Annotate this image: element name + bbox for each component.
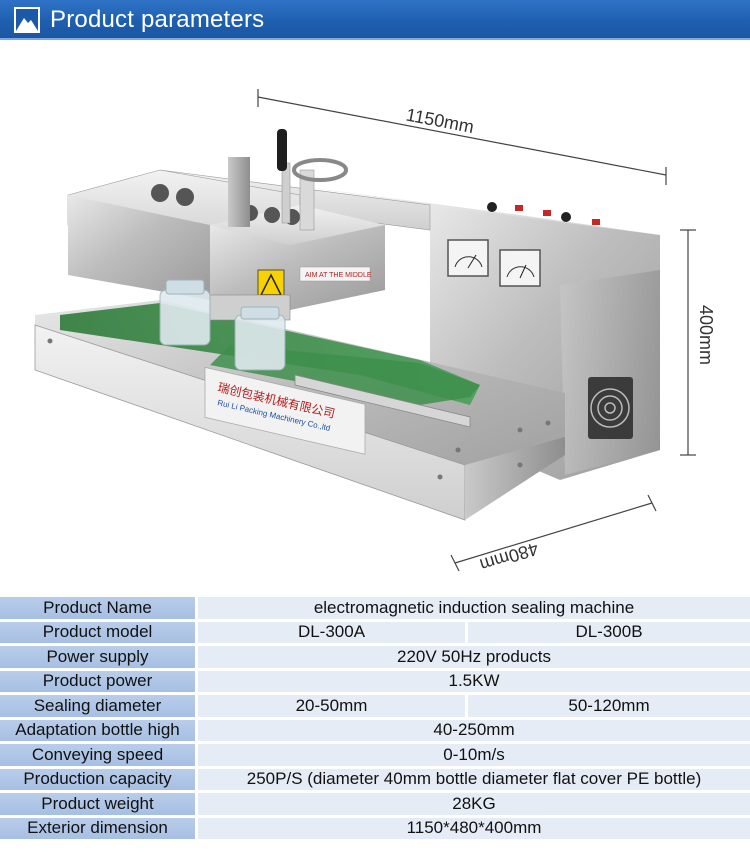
spec-value-exterior-dimension: 1150*480*400mm (198, 817, 750, 839)
product-photo: 1150mm 400mm 480mm (0, 45, 750, 590)
table-row: Power supply 220V 50Hz products (0, 646, 750, 668)
spec-value-model-b: DL-300B (468, 621, 750, 643)
table-row: Conveying speed 0-10m/s (0, 744, 750, 766)
spec-value-bottle-height: 40-250mm (198, 719, 750, 741)
spec-label-product-model: Product model (0, 621, 198, 643)
cooling-fan-icon (588, 377, 633, 439)
spec-label-product-name: Product Name (0, 597, 198, 619)
switch-icon (515, 205, 523, 211)
table-row: Adaptation bottle high 40-250mm (0, 719, 750, 741)
height-dimension-label: 400mm (696, 305, 716, 365)
spec-value-model-a: DL-300A (198, 621, 468, 643)
spec-label-production-capacity: Production capacity (0, 768, 198, 790)
spec-label-conveying-speed: Conveying speed (0, 744, 198, 766)
hand-wheel-handle-icon (277, 129, 287, 171)
table-row: Product power 1.5KW (0, 670, 750, 692)
current-meter-icon (499, 249, 541, 287)
table-row: Sealing diameter 20-50mm 50-120mm (0, 695, 750, 717)
spec-value-conveying-speed: 0-10m/s (198, 744, 750, 766)
height-dimension-line (680, 229, 696, 456)
switch-icon (592, 219, 600, 225)
spec-label-power-supply: Power supply (0, 646, 198, 668)
spec-label-product-weight: Product weight (0, 793, 198, 815)
spec-label-exterior-dimension: Exterior dimension (0, 817, 198, 839)
spec-value-production-capacity: 250P/S (diameter 40mm bottle diameter fl… (198, 768, 750, 790)
voltage-meter-icon (447, 239, 489, 277)
spec-label-bottle-height: Adaptation bottle high (0, 719, 198, 741)
table-row: Product weight 28KG (0, 793, 750, 815)
sealing-head: AIM AT THE MIDDLE (67, 169, 385, 321)
spec-label-sealing-diameter: Sealing diameter (0, 695, 198, 717)
glass-bottle-icon (234, 306, 286, 371)
spec-value-product-weight: 28KG (198, 793, 750, 815)
spec-value-sealing-diameter-a: 20-50mm (198, 695, 468, 717)
glass-bottle-icon (159, 279, 211, 346)
table-row: Product Name electromagnetic induction s… (0, 597, 750, 619)
length-dimension-line (257, 89, 667, 185)
table-row: Production capacity 250P/S (diameter 40m… (0, 768, 750, 790)
spec-value-sealing-diameter-b: 50-120mm (468, 695, 750, 717)
table-row: Product model DL-300A DL-300B (0, 621, 750, 643)
depth-dimension-label: 480mm (478, 538, 541, 575)
page-title: Product parameters (50, 6, 265, 33)
spec-value-product-power: 1.5KW (198, 670, 750, 692)
mountain-image-icon (14, 7, 40, 33)
control-knob-icon (487, 202, 497, 212)
spec-table: Product Name electromagnetic induction s… (0, 594, 750, 842)
spec-label-product-power: Product power (0, 670, 198, 692)
company-nameplate (204, 366, 366, 455)
spec-value-power-supply: 220V 50Hz products (198, 646, 750, 668)
height-adjust-column (228, 129, 348, 231)
aim-label: AIM AT THE MIDDLE (305, 272, 372, 279)
depth-dimension-line (450, 494, 657, 572)
spec-value-product-name: electromagnetic induction sealing machin… (198, 597, 750, 619)
switch-icon (543, 210, 551, 216)
section-header: Product parameters (0, 0, 750, 40)
control-knob-icon (561, 212, 571, 222)
table-row: Exterior dimension 1150*480*400mm (0, 817, 750, 839)
